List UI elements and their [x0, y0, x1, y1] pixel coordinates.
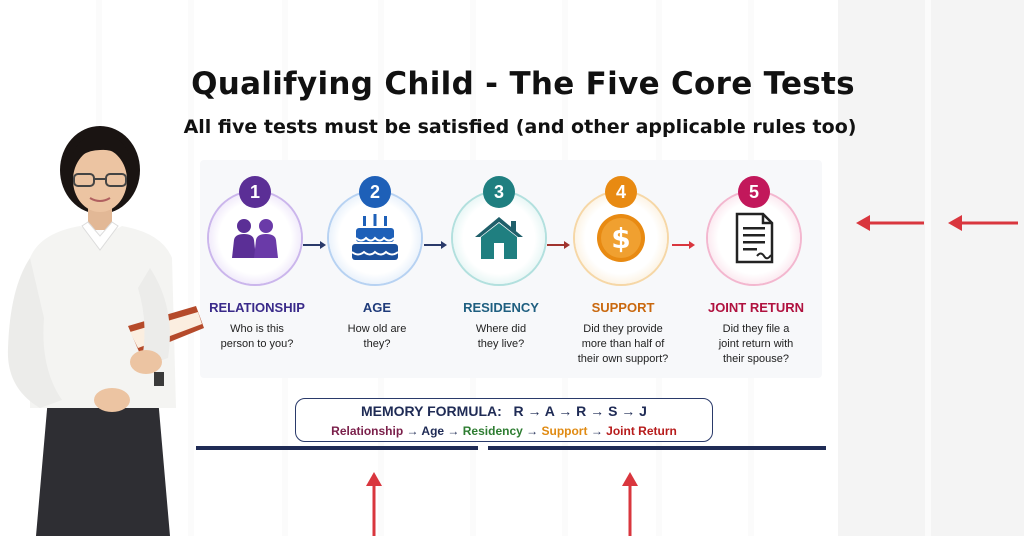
connector-arrow	[547, 241, 570, 249]
page-subtitle: All five tests must be satisfied (and ot…	[183, 116, 857, 138]
formula-expansion: Relationship → Age → Residency → Support…	[331, 424, 677, 438]
test-question: How old are they?	[347, 323, 407, 350]
memory-formula-box: MEMORY FORMULA: R → A → R → S → J Relati…	[295, 398, 713, 442]
test-label: RELATIONSHIP	[209, 300, 305, 315]
connector-arrow	[303, 241, 326, 249]
left-arrow-icon	[856, 215, 924, 231]
presenter-illustration	[7, 126, 204, 536]
connector-arrow	[424, 241, 447, 249]
test-question: Where did they live?	[475, 323, 527, 350]
step-number-badge: 3	[483, 176, 515, 208]
test-label: JOINT RETURN	[707, 300, 805, 315]
divider-line	[196, 446, 478, 450]
left-arrow-icon	[948, 215, 1018, 231]
step-number-badge: 5	[738, 176, 770, 208]
page-title: Qualifying Child - The Five Core Tests	[191, 66, 855, 102]
test-question: Did they provide more than half of their…	[577, 323, 669, 365]
step-number-badge: 4	[605, 176, 637, 208]
step-number-badge: 2	[359, 176, 391, 208]
test-question: Who is this person to you?	[220, 323, 294, 350]
svg-text:$: $	[611, 222, 630, 255]
step-number-badge: 1	[239, 176, 271, 208]
test-label: SUPPORT	[591, 300, 655, 315]
connector-arrow	[672, 241, 695, 249]
divider-line	[488, 446, 826, 450]
test-label: AGE	[362, 300, 392, 315]
formula-heading: MEMORY FORMULA: R → A → R → S → J	[361, 403, 647, 419]
two-people-icon	[209, 192, 301, 284]
test-question: Did they file a joint return with their …	[718, 323, 794, 365]
up-arrow-icon	[622, 472, 638, 536]
test-label: RESIDENCY	[463, 300, 539, 315]
up-arrow-icon	[366, 472, 382, 536]
